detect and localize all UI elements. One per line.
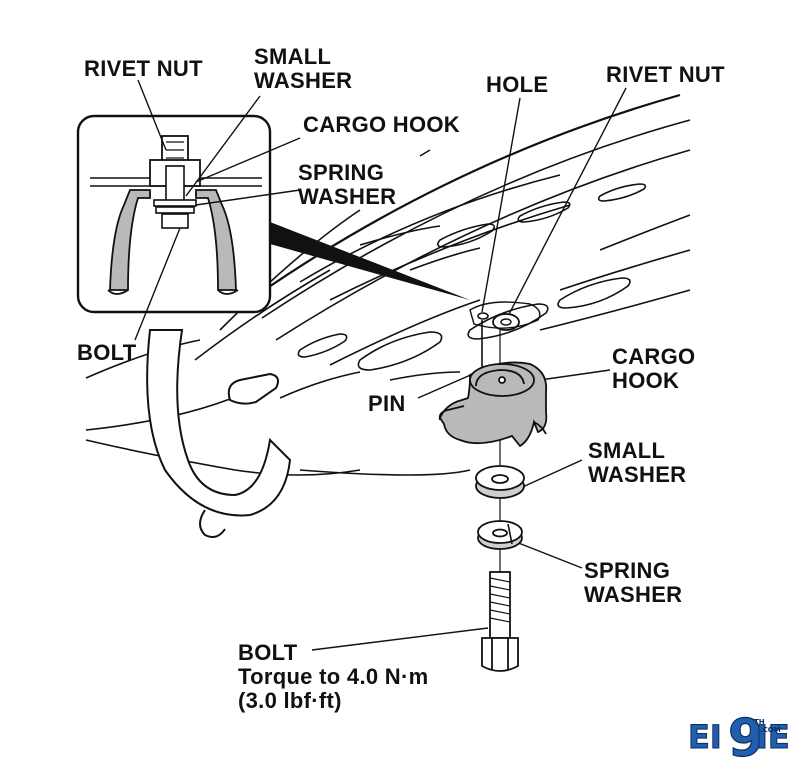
label-line: WASHER: [584, 582, 683, 607]
label-torque-imperial: (3.0 lbf·ft): [238, 688, 342, 713]
label-spring-washer-right: SPRING WASHER: [584, 559, 682, 607]
bolt-part: [481, 571, 519, 672]
label-line: WASHER: [254, 68, 353, 93]
label-line: HOOK: [612, 368, 680, 393]
label-line: SMALL: [254, 44, 332, 69]
logo-digit: 9: [728, 709, 764, 769]
label-cargo-hook-right: CARGO HOOK: [612, 345, 695, 393]
floor-slots: [297, 183, 647, 371]
label-rivet-nut-inset: RIVET NUT: [84, 56, 203, 81]
label-line: WASHER: [588, 462, 687, 487]
logo-text-left: EI: [688, 718, 722, 756]
label-small-washer-right: SMALL WASHER: [588, 439, 686, 487]
logo-domain: .COM: [760, 726, 781, 734]
label-line: SPRING: [584, 558, 671, 583]
bent-bar: [146, 329, 292, 538]
inset-leader-wedge: [270, 222, 470, 300]
label-bolt-inset: BOLT: [77, 340, 137, 365]
label-rivet-nut-right: RIVET NUT: [606, 62, 725, 87]
label-small-washer-inset: SMALL WASHER: [254, 45, 352, 93]
logo-text-right: IE: [756, 718, 790, 756]
label-cargo-hook-top: CARGO HOOK: [303, 112, 460, 137]
label-line: SPRING: [298, 160, 385, 185]
label-bolt-bottom: BOLT Torque to 4.0 N·m (3.0 lbf·ft): [238, 641, 428, 713]
label-line: SMALL: [588, 438, 666, 463]
watermark-logo: EI 9 IE TH .COM: [688, 708, 791, 769]
label-spring-washer-inset: SPRING WASHER: [298, 161, 396, 209]
cargo-hook-part: [438, 361, 548, 448]
spring-washer-part: [477, 520, 523, 550]
floor-mount: [469, 301, 541, 331]
label-torque: Torque to 4.0 N·m: [238, 664, 429, 689]
label-line: WASHER: [298, 184, 397, 209]
label-line: CARGO: [612, 344, 696, 369]
leader-lines: [134, 79, 627, 651]
inset-detail: [76, 114, 272, 314]
label-pin: PIN: [368, 391, 406, 416]
label-hole: HOLE: [486, 72, 549, 97]
logo-small-text: TH: [754, 718, 765, 726]
small-washer-part: [475, 465, 525, 499]
label-line: BOLT: [238, 640, 298, 665]
